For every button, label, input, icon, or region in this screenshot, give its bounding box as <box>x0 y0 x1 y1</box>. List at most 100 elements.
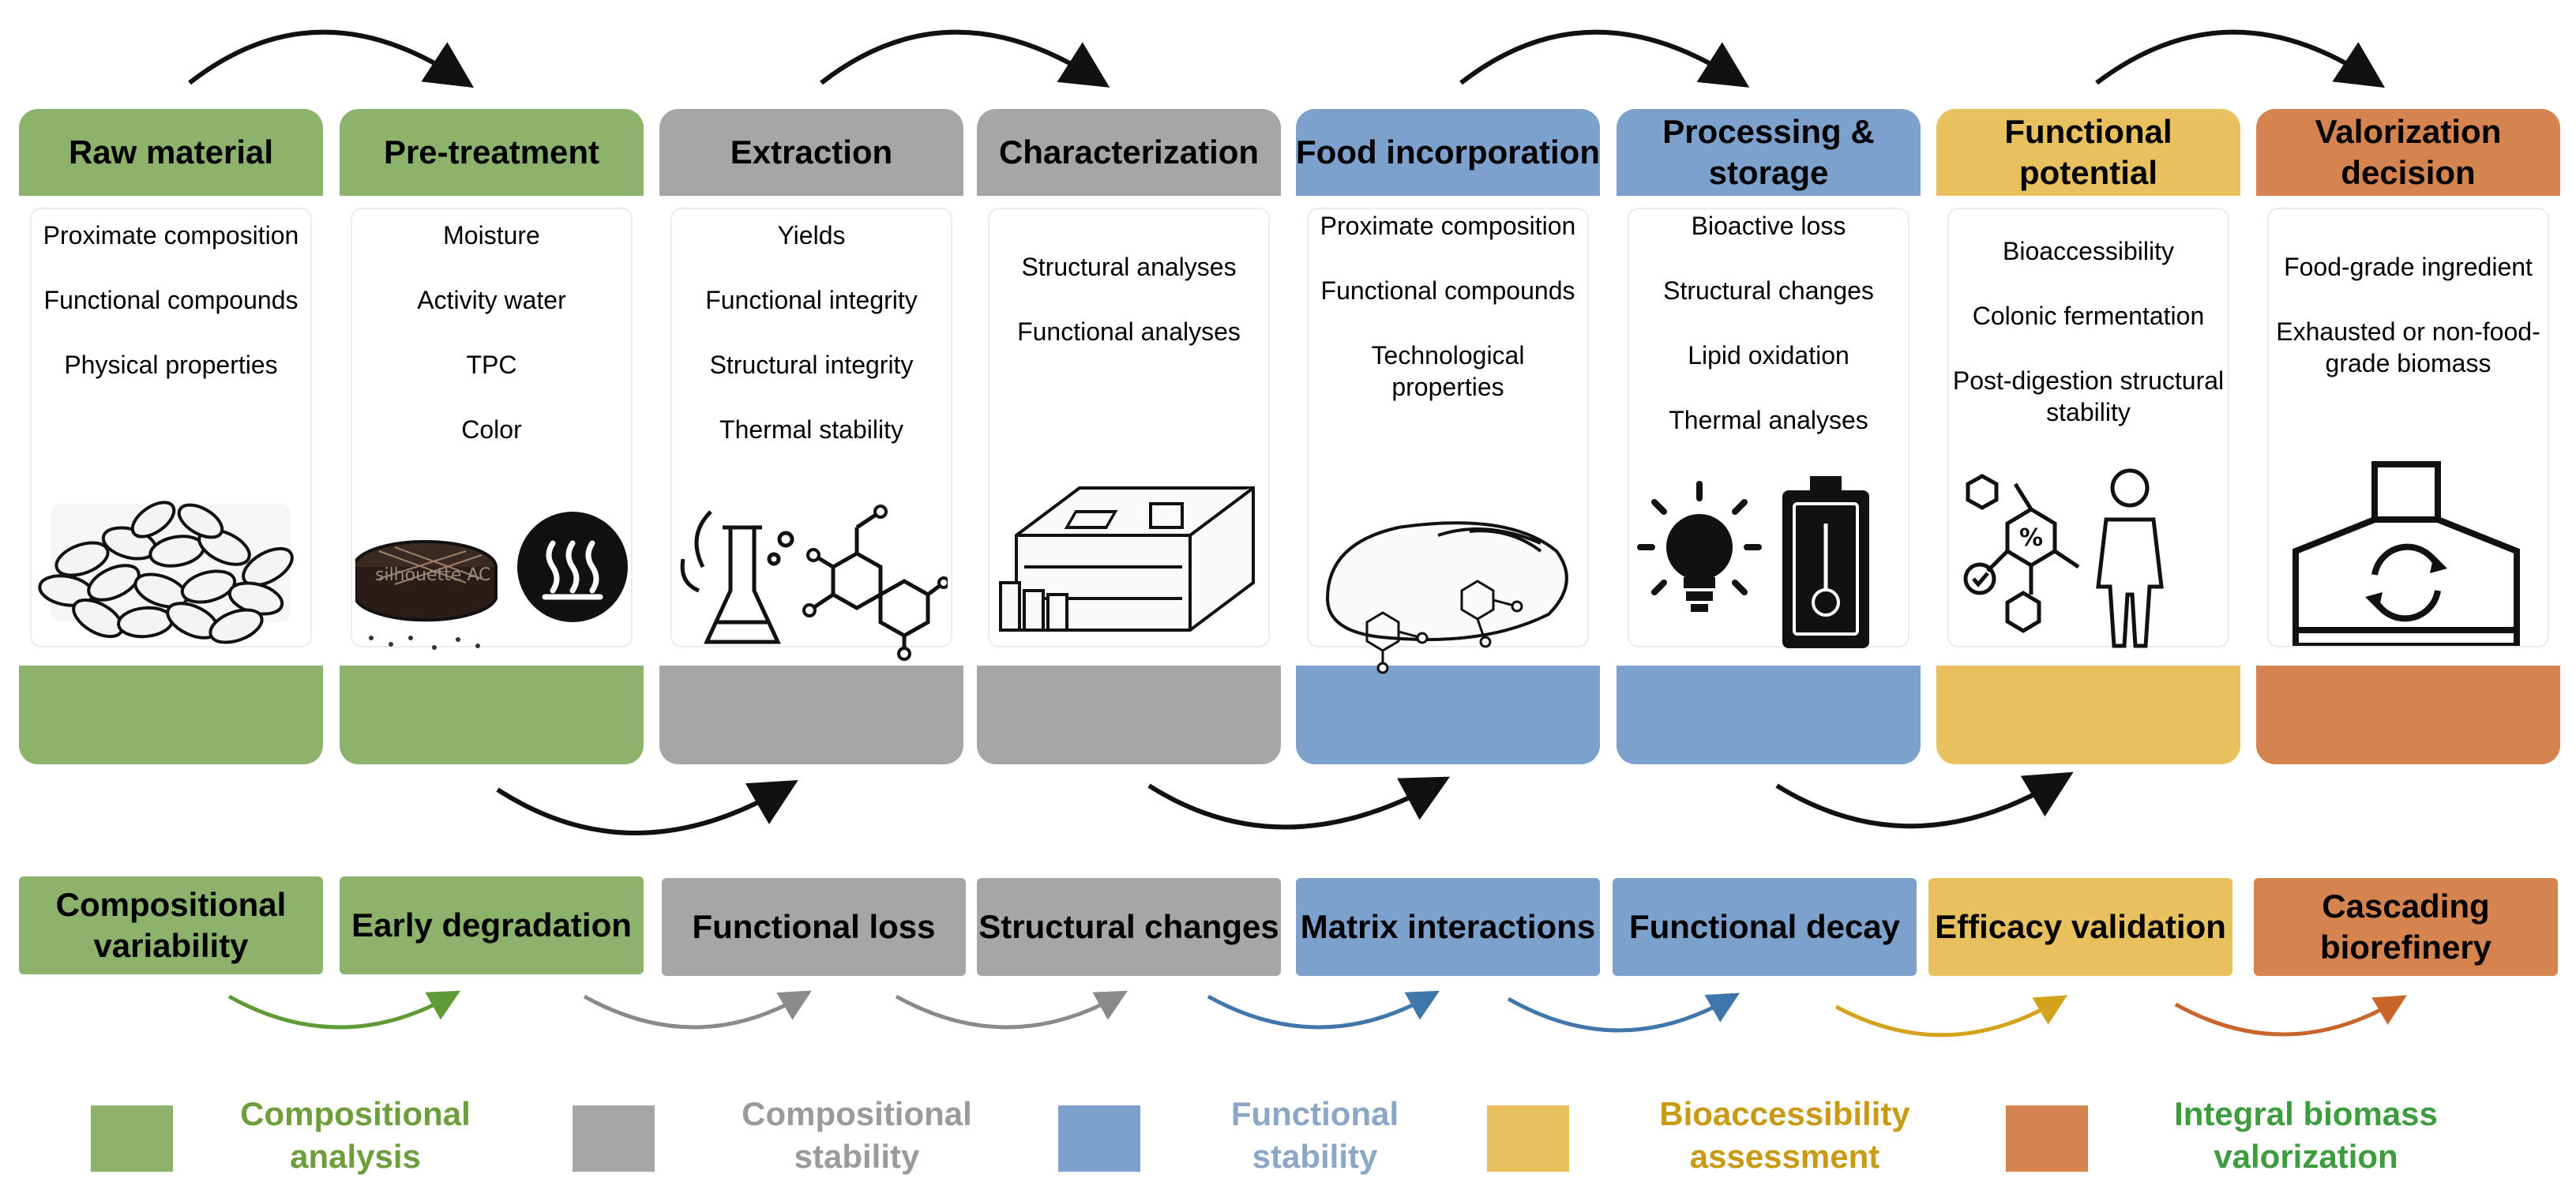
challenge-box: Functional decay <box>1613 878 1917 976</box>
challenge-box: Compositional variability <box>19 876 323 974</box>
stage-items: Moisture Activity water TPC Color <box>355 220 628 478</box>
stage-items: Bioactive loss Structural changes Lipid … <box>1632 210 1905 469</box>
stage-items: Proximate composition Functional compoun… <box>35 220 307 414</box>
stage-items: Proximate composition Functional compoun… <box>1312 210 1584 436</box>
legend-swatch-green <box>91 1105 173 1172</box>
legend-swatch-gray <box>573 1105 655 1172</box>
stage-inner-panel <box>2267 208 2549 647</box>
stage-items: Yields Functional integrity Structural i… <box>675 220 948 478</box>
stage-footer-band <box>2256 666 2560 764</box>
transition-arrow <box>895 990 1128 1030</box>
stage-header-band <box>19 109 323 196</box>
challenge-box: Functional loss <box>662 878 966 976</box>
flow-arrow <box>2095 29 2386 88</box>
stage-card-extraction: Extraction Yields Functional integrity S… <box>659 109 963 764</box>
stage-item: Structural changes <box>1663 276 1874 305</box>
stage-footer-band <box>659 666 963 764</box>
stage-item: Colonic fermentation <box>1972 302 2205 330</box>
legend-label: Bioaccessibility assessment <box>1659 1095 1910 1175</box>
stage-item: TPC <box>466 351 517 379</box>
stage-items: Structural analyses Functional analyses <box>993 251 1265 381</box>
challenge-box: Early degradation <box>340 876 644 974</box>
stage-item: Structural analyses <box>1021 253 1237 281</box>
legend-label: Compositional stability <box>742 1095 972 1175</box>
transition-arrow <box>583 990 812 1030</box>
stage-title: Functional potential <box>2004 113 2172 191</box>
stage-item: Physical properties <box>64 351 278 379</box>
stage-card-pre-treatment: Pre-treatment Moisture Activity water TP… <box>340 109 644 764</box>
stage-item: Functional compounds <box>1320 276 1575 305</box>
stage-item: Functional compounds <box>43 286 299 314</box>
transition-arrow <box>2174 995 2407 1037</box>
stage-title: Pre-treatment <box>383 133 600 171</box>
stage-item: Functional analyses <box>1017 317 1241 346</box>
stage-title: Valorization decision <box>2315 113 2502 191</box>
flow-arrow <box>1459 29 1750 88</box>
stage-item: Food-grade ingredient <box>2284 253 2533 281</box>
stage-footer-band <box>1617 666 1921 764</box>
flask-molecule-icon <box>680 505 948 661</box>
stage-card-characterization: Characterization Structural analyses Fun… <box>977 109 1281 764</box>
molecule-human-icon: % <box>1963 468 2164 648</box>
stage-footer-band <box>1936 666 2240 764</box>
stage-items: Bioaccessibility Colonic fermentation Po… <box>1952 235 2225 461</box>
flow-arrow <box>496 779 798 835</box>
seeds-icon <box>38 501 294 644</box>
stage-item: Color <box>461 415 522 444</box>
stage-title: Raw material <box>68 133 274 171</box>
legend-label: Functional stability <box>1230 1095 1399 1175</box>
challenge-box: Efficacy validation <box>1928 878 2232 976</box>
stage-card-raw-material: Raw material Proximate composition Funct… <box>19 109 323 764</box>
stage-item: Activity water <box>417 286 566 314</box>
watermark: silhouette AC <box>375 565 491 585</box>
stage-header-band <box>340 109 644 196</box>
transition-arrow <box>227 990 461 1030</box>
stage-item: Moisture <box>443 221 540 250</box>
transition-arrow <box>1207 990 1440 1030</box>
spectrophotometer-icon <box>999 486 1255 632</box>
stage-footer-band <box>977 666 1281 764</box>
flow-arrow <box>820 29 1110 88</box>
light-thermometer-icon <box>1637 476 1869 648</box>
stage-item: Structural integrity <box>709 351 914 379</box>
flow-arrow <box>1147 776 1451 830</box>
stage-card-valorization-decision: Valorization decision Food-grade ingredi… <box>2256 109 2560 764</box>
stage-items: Food-grade ingredient Exhausted or non-f… <box>2272 251 2544 412</box>
stage-inner-panel <box>670 208 952 647</box>
stage-card-functional-potential: Functional potential Bioaccessibility Co… <box>1936 109 2240 764</box>
stage-card-food-incorporation: Food incorporation Proximate composition… <box>1296 109 1600 764</box>
legend-swatch-blue <box>1058 1105 1140 1172</box>
stage-header-band <box>1296 109 1600 196</box>
stage-title: Food incorporation <box>1296 133 1600 171</box>
stage-title: Characterization <box>998 133 1260 171</box>
transition-arrow <box>1507 992 1740 1033</box>
stage-card-processing-storage: Processing & storage Bioactive loss Stru… <box>1617 109 1921 764</box>
stage-item: Proximate composition <box>43 221 299 250</box>
flow-arrow <box>1775 771 2074 829</box>
stage-item: Thermal analyses <box>1669 406 1868 434</box>
legend-swatch-yellow <box>1487 1105 1569 1172</box>
challenge-box: Matrix interactions <box>1296 878 1600 976</box>
sieve-heat-icon <box>355 512 628 650</box>
challenge-box: Cascading biorefinery <box>2254 878 2558 976</box>
legend-label: Integral biomass valorization <box>2174 1095 2438 1175</box>
stage-item: Bioactive loss <box>1691 212 1846 240</box>
stage-item: Bioaccessibility <box>2003 237 2174 265</box>
bread-molecule-icon <box>1325 521 1568 674</box>
legend-label: Compositional analysis <box>240 1095 471 1175</box>
legend-swatch-orange <box>2006 1105 2088 1172</box>
stage-item: Technological properties <box>1371 341 1525 401</box>
stage-item: Functional integrity <box>705 286 918 314</box>
stage-item: Proximate composition <box>1320 212 1576 240</box>
stage-header-band <box>977 109 1281 196</box>
stage-item: Post-digestion structural stability <box>1952 366 2225 426</box>
challenge-box: Structural changes <box>977 878 1281 976</box>
transition-arrow <box>1834 995 2067 1038</box>
stage-footer-band <box>1296 666 1600 764</box>
biorefinery-icon <box>2292 461 2520 646</box>
stage-title: Extraction <box>730 133 893 171</box>
stage-item: Lipid oxidation <box>1688 341 1849 370</box>
stage-header-band <box>1617 109 1921 196</box>
svg-text:%: % <box>2019 524 2043 552</box>
